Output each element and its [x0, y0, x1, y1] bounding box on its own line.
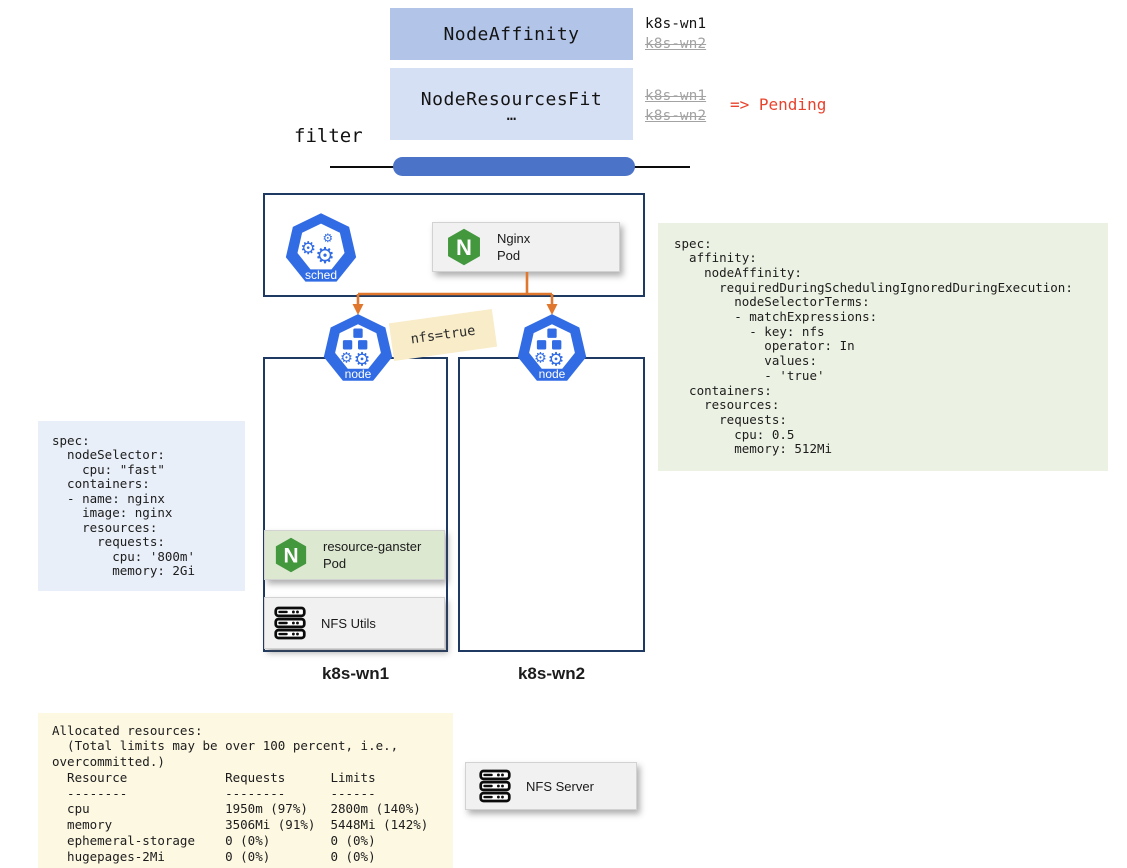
- plugin-node-resources-fit: NodeResourcesFit …: [390, 68, 633, 140]
- nfs-utils-label: NFS Utils: [321, 615, 376, 631]
- kube-scheduler-icon: sched: [284, 211, 358, 285]
- node-name-k8s-wn1: k8s-wn1: [321, 664, 390, 683]
- nginx-pod-card: Nginx Pod: [432, 222, 620, 272]
- kube-scheduler-icon-label: sched: [304, 268, 338, 282]
- nfs-utils-card: NFS Utils: [264, 597, 445, 649]
- ganster-pod-kind: Pod: [323, 556, 347, 571]
- allocated-resources-card: Allocated resources: (Total limits may b…: [38, 712, 453, 868]
- node-k8s-wn2-frame: [458, 357, 645, 652]
- kube-node-icon-wn1: node: [322, 311, 394, 385]
- plugin-node-resources-fit-title: NodeResourcesFit: [420, 88, 603, 110]
- server-icon: [273, 605, 307, 641]
- filter-stage-label: filter: [294, 125, 363, 147]
- node-affinity-result-wn1: k8s-wn1: [645, 16, 707, 32]
- plugin-node-affinity-title: NodeAffinity: [443, 23, 580, 45]
- pending-outcome: => Pending: [730, 95, 827, 114]
- resource-ganster-pod-card: resource-ganster Pod: [264, 530, 445, 580]
- kube-node-icon-wn2-label: node: [538, 367, 566, 381]
- pod-spec-nodeaffinity-yaml: spec: affinity: nodeAffinity: requiredDu…: [658, 222, 1108, 471]
- plugin-more-ellipsis: …: [506, 104, 517, 124]
- filter-stage-pill: [393, 157, 635, 176]
- plugin-node-affinity: NodeAffinity: [390, 8, 633, 60]
- ganster-pod-name: resource-ganster: [323, 539, 422, 554]
- nginx-pod-kind: Pod: [497, 248, 521, 263]
- node-resources-fit-result-wn1: k8s-wn1: [645, 88, 707, 104]
- nfs-server-label: NFS Server: [526, 778, 594, 794]
- nginx-logo-icon: [273, 535, 309, 575]
- node-resources-fit-result-wn2: k8s-wn2: [645, 108, 707, 124]
- node-name-k8s-wn2: k8s-wn2: [517, 664, 586, 683]
- server-icon: [478, 768, 512, 804]
- node-affinity-result-wn2: k8s-wn2: [645, 36, 707, 52]
- kube-node-icon-wn1-label: node: [344, 367, 372, 381]
- pod-spec-nodeselector-yaml: spec: nodeSelector: cpu: "fast" containe…: [38, 420, 245, 591]
- nfs-server-card: NFS Server: [465, 762, 637, 810]
- nginx-pod-name: Nginx: [497, 231, 531, 246]
- scheduling-arrows: [352, 272, 558, 315]
- kube-node-icon-wn2: node: [516, 311, 588, 385]
- nginx-logo-icon: [445, 226, 483, 268]
